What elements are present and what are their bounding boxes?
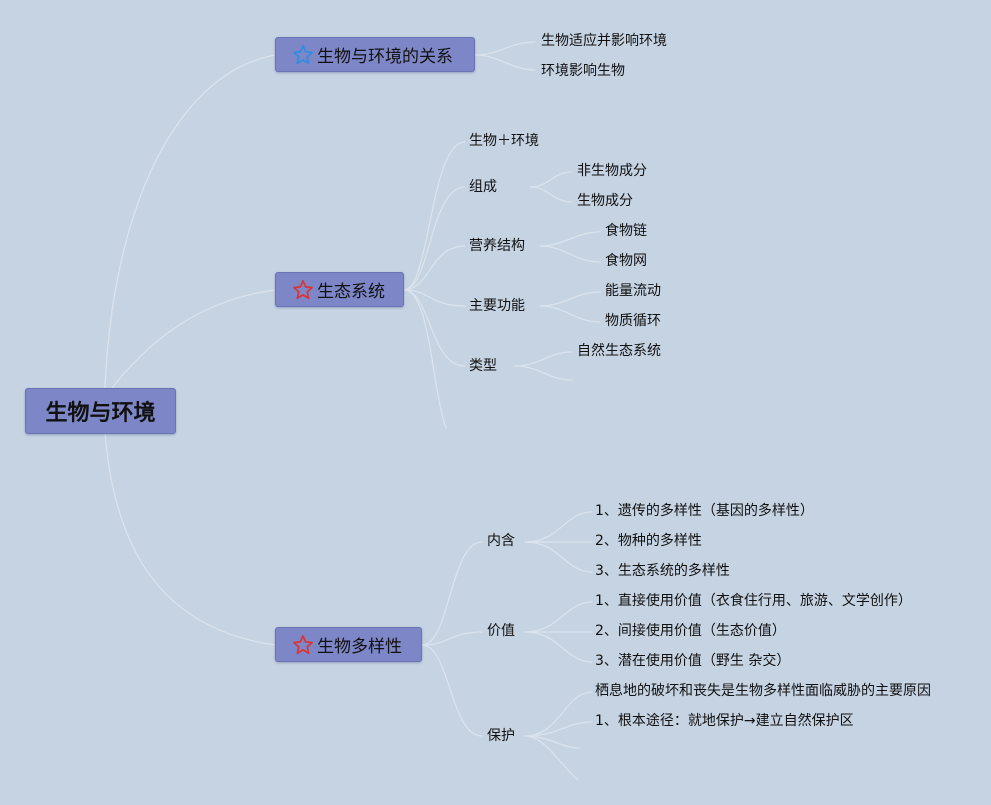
topic-adapt-affect[interactable]: 生物适应并影响环境 xyxy=(541,33,667,49)
topic-genetic-diversity[interactable]: 1、遗传的多样性（基因的多样性） xyxy=(595,503,814,519)
connector-eco-composition-1 xyxy=(529,171,573,188)
blue-star-icon xyxy=(293,44,313,64)
connector-eco-1 xyxy=(403,141,466,291)
connector-root-ecosystem xyxy=(111,289,276,389)
branch-ecosystem[interactable]: 生态系统 xyxy=(275,272,404,307)
topic-organism-plus-environment[interactable]: 生物＋环境 xyxy=(469,133,539,149)
branch-relation-label: 生物与环境的关系 xyxy=(317,47,453,67)
connector-div-3 xyxy=(421,644,483,737)
connector-root-diversity xyxy=(104,431,276,646)
topic-natural-ecosystem[interactable]: 自然生态系统 xyxy=(577,343,661,359)
topic-protection[interactable]: 保护 xyxy=(487,728,515,744)
branch-ecosystem-label: 生态系统 xyxy=(317,282,385,302)
connector-div-value-1 xyxy=(524,601,593,633)
root-label: 生物与环境 xyxy=(45,401,156,426)
branch-diversity[interactable]: 生物多样性 xyxy=(275,627,422,662)
connector-eco-function-2 xyxy=(539,305,601,323)
topic-trophic-structure[interactable]: 营养结构 xyxy=(469,238,525,254)
connector-div-content-3 xyxy=(524,541,593,573)
connector-eco-5 xyxy=(403,289,466,367)
red-star-icon xyxy=(293,279,313,299)
topic-potential-value[interactable]: 3、潜在使用价值（野生 杂交） xyxy=(595,653,791,669)
topic-ecosystem-diversity[interactable]: 3、生态系统的多样性 xyxy=(595,563,730,579)
topic-in-situ-conservation[interactable]: 1、根本途径：就地保护→建立自然保护区 xyxy=(595,713,854,729)
topic-value[interactable]: 价值 xyxy=(487,623,515,639)
connector-eco-function-1 xyxy=(539,291,601,307)
connector-eco-type-2 xyxy=(514,365,573,381)
topic-energy-flow[interactable]: 能量流动 xyxy=(605,283,661,299)
connector-eco-6 xyxy=(403,289,447,429)
connector-relation-1 xyxy=(474,41,536,56)
topic-environment-affects[interactable]: 环境影响生物 xyxy=(541,63,625,79)
topic-food-chain[interactable]: 食物链 xyxy=(605,223,647,239)
topic-indirect-value[interactable]: 2、间接使用价值（生态价值） xyxy=(595,623,786,639)
topic-main-function[interactable]: 主要功能 xyxy=(469,298,525,314)
connector-div-2 xyxy=(421,631,483,646)
connector-eco-type-1 xyxy=(514,351,573,367)
topic-biotic[interactable]: 生物成分 xyxy=(577,193,633,209)
topic-food-web[interactable]: 食物网 xyxy=(605,253,647,269)
connector-div-1 xyxy=(421,541,483,646)
connector-eco-2 xyxy=(403,186,466,291)
topic-direct-value[interactable]: 1、直接使用价值（衣食住行用、旅游、文学创作） xyxy=(595,593,912,609)
branch-relation[interactable]: 生物与环境的关系 xyxy=(275,37,475,72)
branch-diversity-label: 生物多样性 xyxy=(317,637,402,657)
topic-habitat-loss[interactable]: 栖息地的破坏和丧失是生物多样性面临威胁的主要原因 xyxy=(595,683,931,699)
connector-eco-nutrition-2 xyxy=(539,245,601,263)
topic-matter-cycle[interactable]: 物质循环 xyxy=(605,313,661,329)
topic-composition[interactable]: 组成 xyxy=(469,179,497,195)
connector-eco-3 xyxy=(403,245,466,291)
connector-root-relation xyxy=(104,54,276,389)
topic-type[interactable]: 类型 xyxy=(469,358,497,374)
connector-eco-nutrition-1 xyxy=(539,231,601,247)
connector-eco-composition-2 xyxy=(529,186,573,203)
root-node[interactable]: 生物与环境 xyxy=(25,388,176,434)
connector-div-protect-2 xyxy=(524,721,593,737)
topic-abiotic[interactable]: 非生物成分 xyxy=(577,163,647,179)
connector-eco-4 xyxy=(403,289,466,307)
connector-div-protect-1 xyxy=(524,691,593,737)
connector-div-content-1 xyxy=(524,511,593,543)
connector-div-protect-4 xyxy=(524,735,579,781)
topic-species-diversity[interactable]: 2、物种的多样性 xyxy=(595,533,702,549)
topic-content[interactable]: 内含 xyxy=(487,533,515,549)
connector-relation-2 xyxy=(474,54,536,71)
connector-div-value-3 xyxy=(524,631,593,663)
red-star-icon xyxy=(293,634,313,654)
